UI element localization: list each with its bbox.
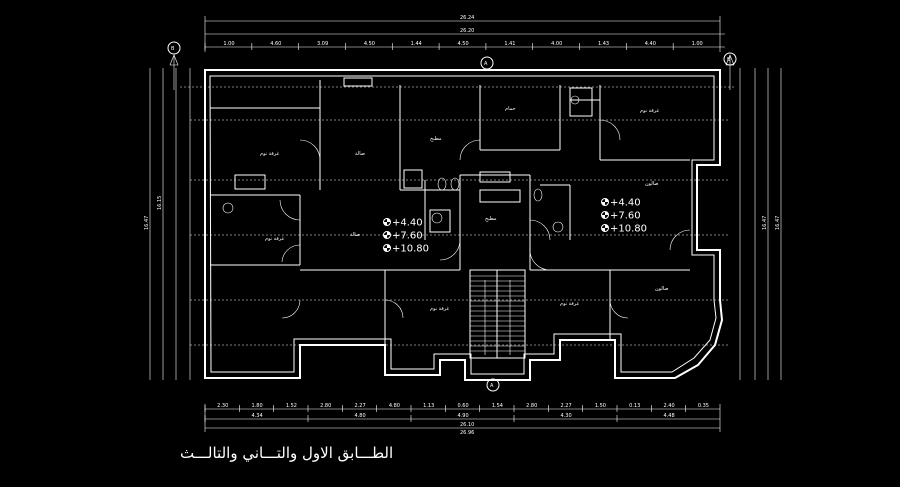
staircase	[469, 269, 526, 359]
room-label: مطبخ	[430, 136, 442, 142]
bottom-dim-label: 4.90	[458, 413, 469, 419]
room-label: صالون	[655, 286, 669, 292]
top-dimension-lines: 26.24 26.20 1.00 4.60 3.09 4.50 1.44 4.50 1.41…	[204, 15, 725, 52]
top-dim-label: 1.44	[411, 41, 422, 47]
fixtures	[222, 95, 580, 233]
grid-marker-top-left: B	[167, 41, 181, 90]
svg-text:B: B	[727, 57, 731, 63]
top-dim-label: 1.00	[692, 41, 703, 47]
bottom-dim-label: 2.40	[664, 403, 675, 409]
svg-text:A: A	[484, 61, 488, 67]
bottom-dim-label: 0.35	[698, 403, 709, 409]
interior-walls	[210, 77, 690, 345]
bottom-segment-dims-row2: 4.34 4.80 4.90 4.30 4.48	[204, 413, 675, 422]
room-label: غرفة نوم	[430, 306, 449, 312]
bottom-dimension-lines: 2.30 1.80 1.52 2.80 2.27 4.80 1.13 0.60 1.54 2.80…	[204, 403, 721, 436]
top-dim-label: 4.50	[458, 41, 469, 47]
grid-marker-top-right: B	[723, 52, 737, 90]
bottom-dim-label: 4.80	[355, 413, 366, 419]
room-label: حمام	[505, 106, 516, 112]
bottom-dim-label: 2.27	[561, 403, 572, 409]
dim-top-inner: 26.20	[460, 28, 474, 34]
top-dim-label: 4.40	[645, 41, 656, 47]
bottom-dim-label: 1.80	[252, 403, 263, 409]
dim-right: 16.47	[762, 216, 768, 230]
bottom-dim-label: 2.30	[217, 403, 228, 409]
level-markers-right: +4.40 +7.60 +10.80	[601, 198, 647, 235]
bottom-dim-label: 4.34	[252, 413, 263, 419]
top-segment-dims: 1.00 4.60 3.09 4.50 1.44 4.50 1.41 4.00 1.43 4.40…	[204, 41, 703, 50]
bottom-dim-label: 1.54	[492, 403, 503, 409]
bottom-dim-label: 0.13	[629, 403, 640, 409]
room-label: مطبخ	[485, 216, 497, 222]
level-value: +4.40	[392, 218, 423, 229]
level-value: +10.80	[610, 224, 647, 235]
level-markers-left: +4.40 +7.60 +10.80	[383, 218, 429, 255]
top-dim-label: 4.50	[364, 41, 375, 47]
level-value: +4.40	[610, 198, 641, 209]
svg-text:B: B	[171, 46, 175, 52]
top-dim-label: 1.00	[223, 41, 234, 47]
bottom-dim-label: 1.52	[286, 403, 297, 409]
dim-left-outer: 16.47	[144, 216, 150, 230]
bottom-dim-label: 4.30	[561, 413, 572, 419]
left-dimension-lines: 16.15 16.47	[144, 68, 191, 380]
bottom-segment-dims-row1: 2.30 1.80 1.52 2.80 2.27 4.80 1.13 0.60 1.54 2.80…	[204, 403, 709, 412]
bottom-dim-label: 2.80	[526, 403, 537, 409]
dim-left: 16.15	[157, 196, 163, 210]
room-label: غرفة نوم	[560, 301, 579, 307]
dim-right-outer: 16.47	[775, 216, 781, 230]
exterior-walls	[204, 69, 724, 381]
svg-text:A: A	[490, 383, 494, 389]
bottom-dim-label: 4.80	[389, 403, 400, 409]
dim-top-outer: 26.24	[460, 15, 474, 21]
top-dim-label: 1.41	[504, 41, 515, 47]
top-dim-label: 4.60	[270, 41, 281, 47]
right-dimension-lines: 16.47 16.47	[739, 68, 782, 380]
room-label: صالة	[350, 232, 360, 238]
room-label: غرفة نوم	[265, 236, 284, 242]
bottom-dim-label: 1.50	[595, 403, 606, 409]
room-label: صالة	[355, 151, 365, 157]
room-label: غرفة نوم	[640, 108, 659, 114]
bottom-dim-label: 0.60	[458, 403, 469, 409]
bottom-dim-label: 1.13	[423, 403, 434, 409]
level-value: +7.60	[392, 231, 423, 242]
room-labels: غرفة نوم صالة مطبخ حمام غرفة نوم صالون غرفة نو…	[260, 106, 669, 312]
level-value: +10.80	[392, 244, 429, 255]
bottom-dim-label: 4.48	[664, 413, 675, 419]
doors	[279, 119, 691, 319]
grid-lines	[180, 86, 735, 346]
room-label: صالون	[645, 181, 659, 187]
dim-bottom-outer: 26.96	[460, 430, 474, 436]
drawing-caption: الطـــابق الاول والتـــاني والتالـــث	[180, 444, 394, 462]
level-value: +7.60	[610, 211, 641, 222]
grid-marker-top-center: A	[480, 56, 494, 70]
top-dim-label: 3.09	[317, 41, 328, 47]
bottom-dim-label: 2.80	[320, 403, 331, 409]
dim-bottom-inner: 26.10	[460, 422, 474, 428]
room-label: غرفة نوم	[260, 151, 279, 157]
bottom-dim-label: 2.27	[355, 403, 366, 409]
top-dim-label: 1.43	[598, 41, 609, 47]
top-dim-label: 4.00	[551, 41, 562, 47]
